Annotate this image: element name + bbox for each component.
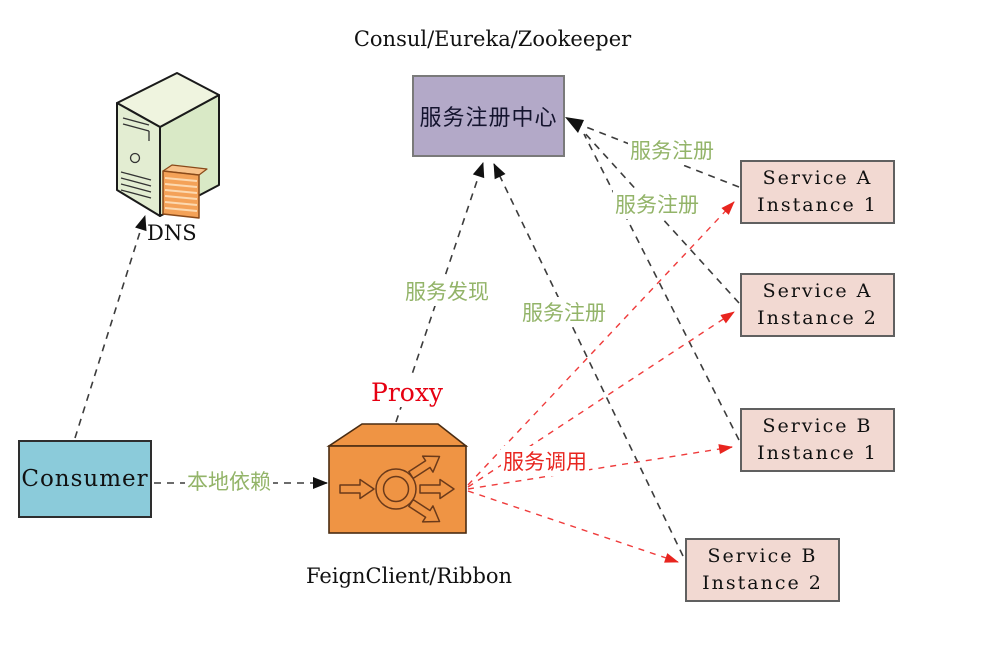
- service-a-instance-1-node[interactable]: Service A Instance 1: [740, 160, 895, 224]
- consumer-label: Consumer: [21, 466, 149, 492]
- edge-consumer-to-dns: [74, 215, 147, 439]
- service-name: Service B: [707, 545, 818, 567]
- edge-label-service-invoke: 服务调用: [501, 446, 589, 476]
- edge-proxy-to-serviceB1: [467, 444, 733, 490]
- edge-proxy-to-serviceA1: [467, 201, 735, 486]
- registry-node[interactable]: 服务注册中心: [412, 75, 565, 157]
- edge-label-service-register-2: 服务注册: [613, 189, 701, 219]
- proxy-node: [326, 423, 469, 534]
- instance-name: Instance 2: [757, 307, 878, 329]
- registry-corner-arrowhead-icon: [565, 117, 584, 133]
- service-b-instance-2-node[interactable]: Service B Instance 2: [685, 538, 840, 602]
- consumer-node[interactable]: Consumer: [18, 440, 152, 518]
- service-a-instance-2-node[interactable]: Service A Instance 2: [740, 273, 895, 337]
- edge-label-service-discovery: 服务发现: [403, 276, 491, 306]
- service-name: Service B: [762, 415, 873, 437]
- edge-proxy-to-serviceB2: [467, 490, 679, 563]
- service-name: Service A: [762, 167, 873, 189]
- instance-name: Instance 2: [702, 572, 823, 594]
- registry-label: 服务注册中心: [419, 106, 558, 131]
- edge-label-service-register-1: 服务注册: [628, 135, 716, 165]
- edge-serviceB2-to-registry: [493, 163, 684, 557]
- proxy-caption: FeignClient/Ribbon: [306, 564, 513, 588]
- service-b-instance-1-node[interactable]: Service B Instance 1: [740, 408, 895, 472]
- dns-label: DNS: [147, 221, 197, 245]
- service-name: Service A: [762, 280, 873, 302]
- instance-name: Instance 1: [757, 194, 878, 216]
- dns-server-icon: [116, 72, 220, 219]
- instance-name: Instance 1: [757, 442, 878, 464]
- edge-label-local-dependency: 本地依赖: [185, 466, 273, 496]
- edge-label-service-register-3: 服务注册: [520, 297, 608, 327]
- proxy-title: Proxy: [371, 378, 444, 407]
- load-balancer-arrows-icon: [339, 455, 455, 523]
- diagram-title: Consul/Eureka/Zookeeper: [353, 27, 632, 51]
- edge-serviceB1-to-registry: [583, 133, 740, 441]
